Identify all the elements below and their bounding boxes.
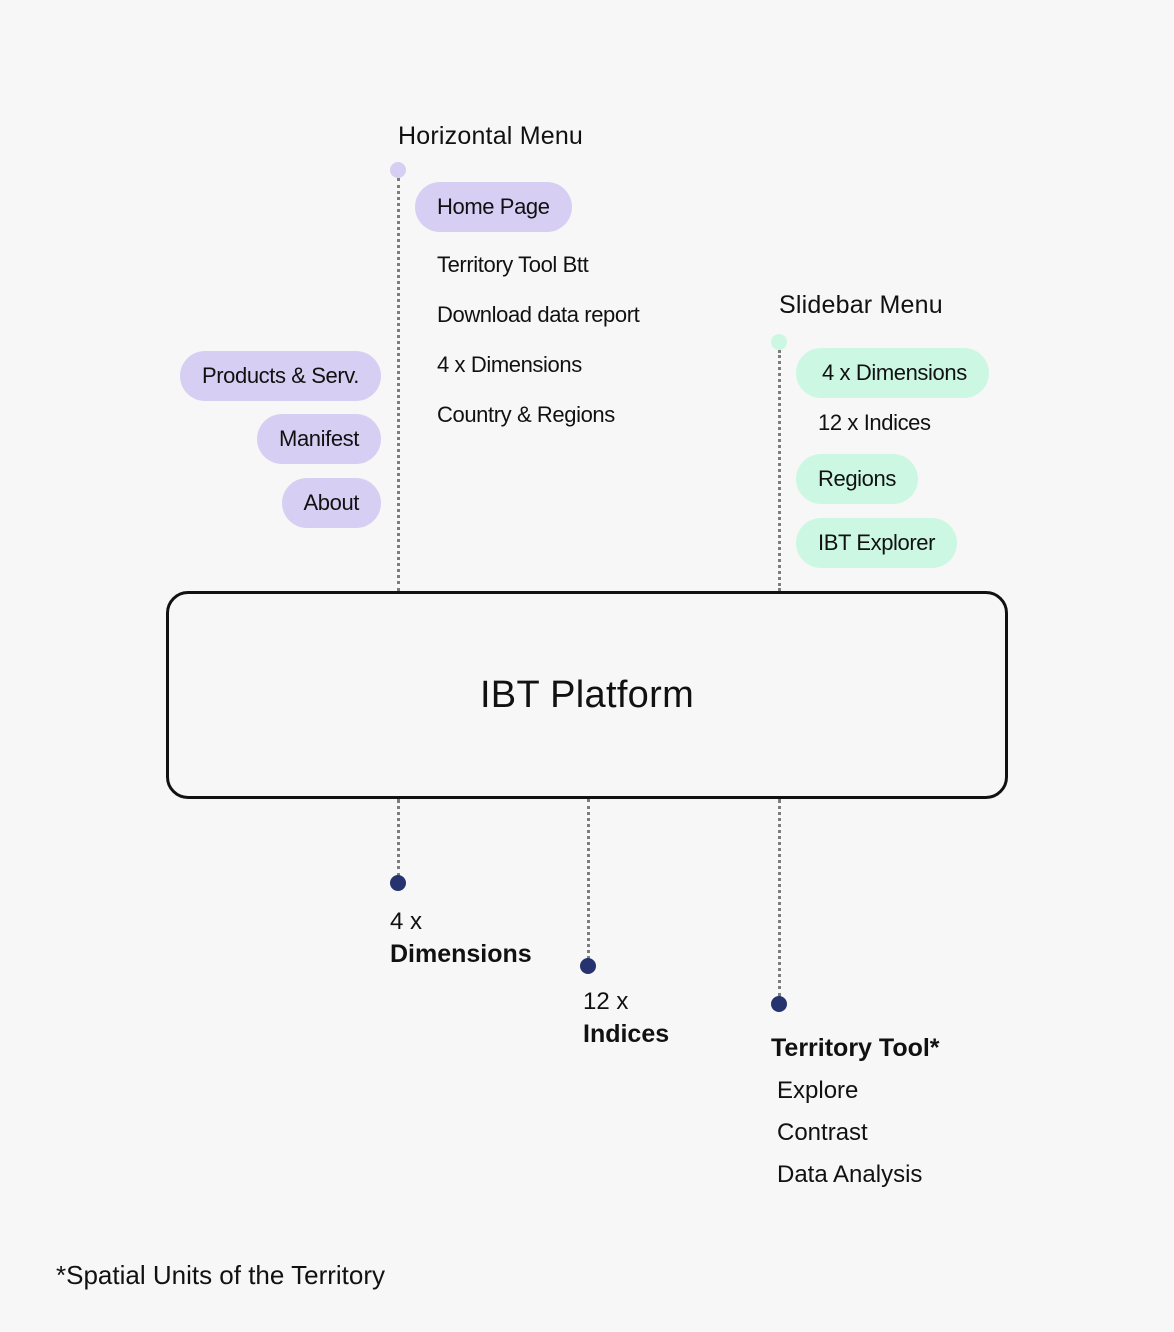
ibt-platform-label: IBT Platform [479, 673, 695, 716]
side-pill-about[interactable]: About [281, 478, 381, 528]
slidebar-menu-connector [778, 350, 781, 591]
indices-label: Indices [583, 1020, 670, 1048]
slidebar-item-dimensions[interactable]: 4 x Dimensions [796, 348, 989, 398]
indices-count: 12 x [583, 988, 629, 1015]
slidebar-item-ibt-explorer[interactable]: IBT Explorer [796, 518, 958, 568]
horizontal-menu-node-dot [390, 162, 406, 178]
horizontal-menu-item[interactable]: Country & Regions [437, 402, 615, 427]
horizontal-menu-item[interactable]: Download data report [437, 302, 640, 327]
horizontal-menu-title: Horizontal Menu [398, 122, 584, 150]
horizontal-menu-item[interactable]: Territory Tool Btt [437, 252, 589, 277]
slidebar-item-regions[interactable]: Regions [796, 454, 918, 504]
footnote: *Spatial Units of the Territory [56, 1260, 385, 1290]
slidebar-menu-title: Slidebar Menu [779, 291, 943, 319]
territory-tool-item-data-analysis: Data Analysis [777, 1161, 923, 1188]
side-pill-products-services[interactable]: Products & Serv. [179, 351, 381, 401]
ibt-platform-box: IBT Platform [166, 591, 1008, 799]
horizontal-menu-connector [397, 178, 400, 591]
side-pill-manifest[interactable]: Manifest [257, 414, 381, 464]
horizontal-menu-item[interactable]: 4 x Dimensions [437, 352, 582, 377]
territory-tool-node-dot [771, 996, 787, 1012]
slidebar-menu-node-dot [771, 334, 787, 350]
indices-connector [587, 799, 590, 959]
territory-tool-connector [778, 799, 781, 997]
dimensions-connector [397, 799, 400, 877]
territory-tool-label: Territory Tool* [771, 1034, 940, 1062]
territory-tool-item-explore: Explore [777, 1077, 859, 1104]
horizontal-menu-item-home-page[interactable]: Home Page [415, 182, 572, 232]
dimensions-label: Dimensions [390, 940, 532, 968]
dimensions-count: 4 x [390, 908, 423, 935]
territory-tool-item-contrast: Contrast [777, 1119, 868, 1146]
dimensions-node-dot [390, 875, 406, 891]
indices-node-dot [580, 958, 596, 974]
slidebar-item-indices[interactable]: 12 x Indices [818, 410, 931, 435]
